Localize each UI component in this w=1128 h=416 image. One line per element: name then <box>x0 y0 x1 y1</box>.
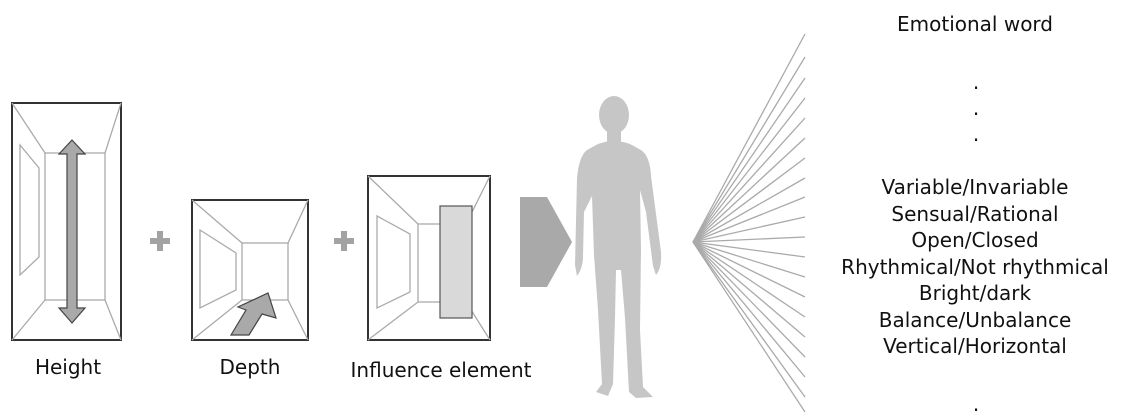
plus-icon <box>150 231 170 251</box>
influence-panel <box>439 205 473 319</box>
height-arrow-icon <box>57 139 87 324</box>
ellipsis-dot: . <box>972 70 980 94</box>
emotional-word: Open/Closed <box>911 228 1039 252</box>
emotional-word-title: Emotional word <box>897 12 1053 36</box>
label-height: Height <box>34 355 102 379</box>
room-influence <box>367 175 491 341</box>
emotional-word: Vertical/Horizontal <box>883 334 1067 358</box>
person-icon <box>575 96 662 398</box>
depth-arrow-icon <box>229 292 277 336</box>
ellipsis-dot: . <box>972 122 980 146</box>
label-influence-element: Influence element <box>350 358 532 382</box>
radiating-lines <box>692 33 806 413</box>
ellipsis-dot: . <box>972 96 980 120</box>
emotional-word: Sensual/Rational <box>891 201 1059 226</box>
emotional-word: Bright/dark <box>918 281 1032 305</box>
emotional-word: Balance/Unbalance <box>878 307 1072 332</box>
emotional-word: Variable/Invariable <box>881 175 1069 199</box>
ellipsis-dot: . <box>972 392 980 416</box>
emotional-word: Rhythmical/Not rhythmical <box>841 254 1109 279</box>
label-depth: Depth <box>219 355 281 379</box>
emotional-word-list: Variable/Invariable Sensual/Rational Ope… <box>815 174 1128 360</box>
arrow-right-icon <box>520 197 572 287</box>
plus-icon <box>334 231 354 251</box>
